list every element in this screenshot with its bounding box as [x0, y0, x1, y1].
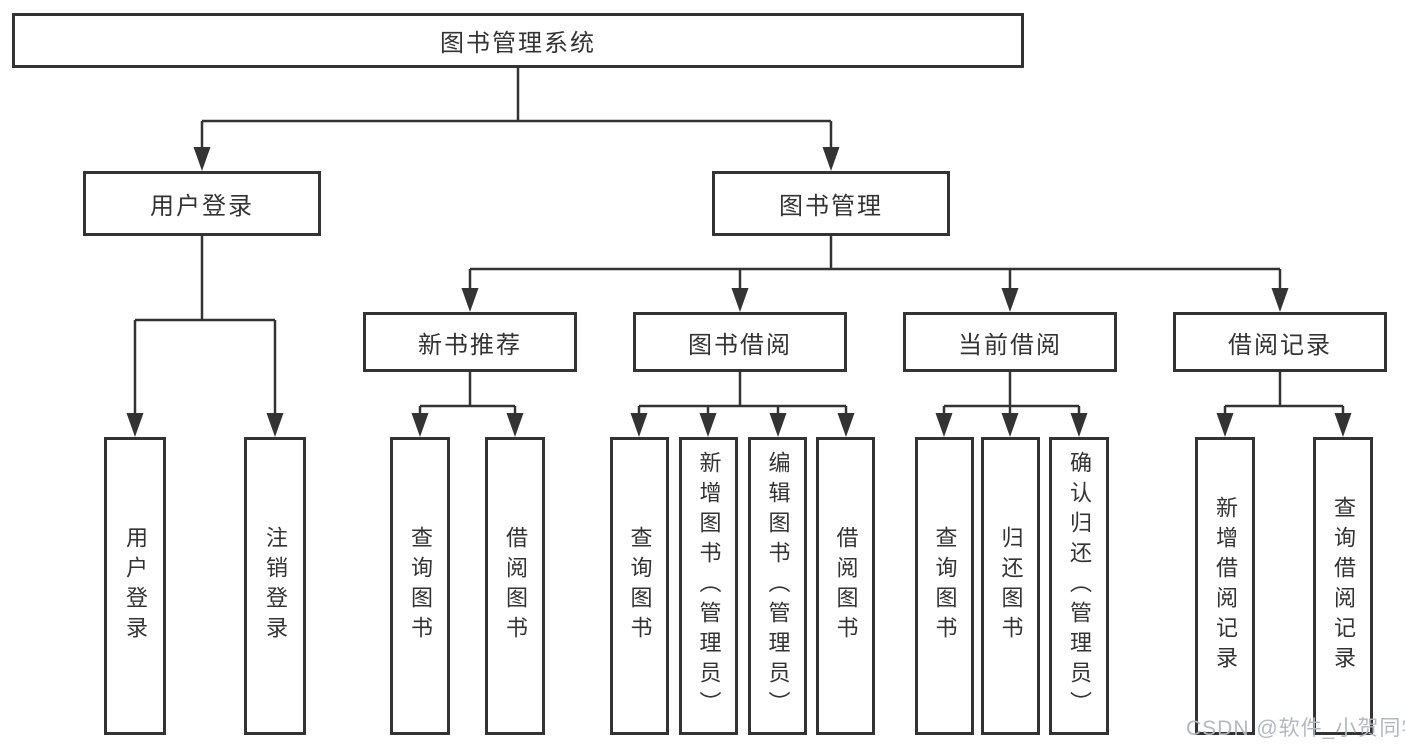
leaf-query-books-current: 查询图书 — [915, 437, 974, 735]
node-label: 用户登录 — [150, 193, 254, 220]
leaf-label: 查询借阅记录 — [1331, 496, 1356, 676]
leaf-label: 新增图书（管理员） — [696, 451, 722, 721]
leaf-label: 查询图书 — [932, 526, 958, 646]
node-current-borrow: 当前借阅 — [903, 312, 1117, 372]
leaf-query-books-recommend: 查询图书 — [390, 437, 450, 735]
leaf-query-borrow-record: 查询借阅记录 — [1313, 437, 1373, 735]
node-book-borrow: 图书借阅 — [633, 312, 847, 372]
leaf-label: 注销登录 — [263, 526, 288, 646]
node-borrow-record: 借阅记录 — [1173, 312, 1387, 372]
csdn-watermark: CSDN @软件_小贺同学 — [1186, 717, 1405, 740]
leaf-borrow-books-recommend: 借阅图书 — [485, 437, 545, 735]
node-label: 借阅记录 — [1228, 331, 1332, 359]
node-label: 图书借阅 — [688, 331, 792, 359]
leaf-add-books-admin: 新增图书（管理员） — [679, 437, 738, 735]
arrowheads — [126, 147, 1352, 437]
leaf-label: 查询图书 — [627, 526, 653, 646]
leaf-logout: 注销登录 — [244, 437, 306, 735]
node-book-management: 图书管理 — [712, 171, 950, 236]
leaf-confirm-return-admin: 确认归还（管理员） — [1049, 437, 1109, 735]
leaf-add-borrow-record: 新增借阅记录 — [1195, 437, 1255, 735]
leaf-label: 借阅图书 — [833, 526, 859, 646]
leaf-borrow-books: 借阅图书 — [816, 437, 875, 735]
leaf-label: 查询图书 — [408, 526, 433, 646]
node-label: 图书管理系统 — [440, 30, 596, 57]
node-library-system: 图书管理系统 — [12, 13, 1024, 68]
node-label: 当前借阅 — [958, 331, 1062, 359]
leaf-user-login: 用户登录 — [104, 437, 166, 735]
leaf-label: 编辑图书（管理员） — [765, 451, 791, 721]
node-user-login: 用户登录 — [83, 171, 321, 236]
leaf-return-books: 归还图书 — [981, 437, 1040, 735]
node-label: 图书管理 — [779, 193, 883, 220]
node-label: 新书推荐 — [418, 331, 522, 359]
leaf-label: 新增借阅记录 — [1213, 496, 1238, 676]
leaf-label: 用户登录 — [123, 526, 148, 646]
leaf-edit-books-admin: 编辑图书（管理员） — [748, 437, 807, 735]
leaf-label: 归还图书 — [998, 526, 1024, 646]
leaf-label: 借阅图书 — [503, 526, 528, 646]
leaf-label: 确认归还（管理员） — [1067, 451, 1092, 721]
leaf-query-books-borrow: 查询图书 — [610, 437, 669, 735]
node-new-book-recommend: 新书推荐 — [363, 312, 577, 372]
